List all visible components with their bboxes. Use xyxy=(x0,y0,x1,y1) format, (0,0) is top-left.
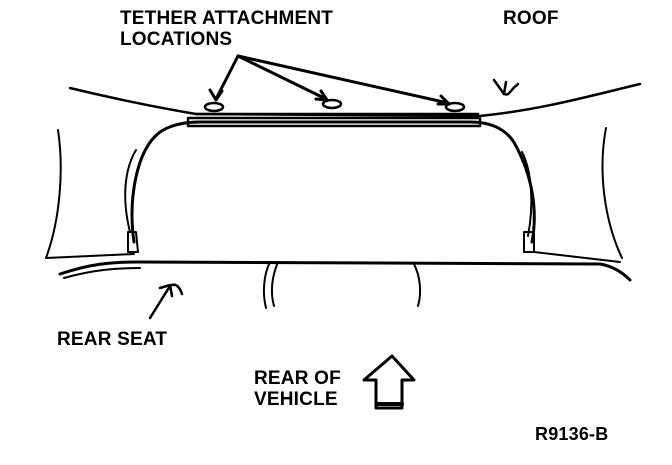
rear-seat-leader xyxy=(150,285,182,318)
roof-label: ROOF xyxy=(503,8,559,29)
right-pillar-inner xyxy=(522,152,531,236)
roof-headliner-outline xyxy=(70,84,640,116)
tether-leader-arrows xyxy=(210,56,449,104)
tether-attachment-label: TETHER ATTACHMENT LOCATIONS xyxy=(120,8,333,50)
seat-division-left xyxy=(264,262,270,308)
tether-anchor-center xyxy=(323,100,341,108)
rear-direction-arrow-icon xyxy=(364,356,414,408)
left-pillar-trim xyxy=(46,130,61,258)
tether-label-line1: TETHER ATTACHMENT xyxy=(120,8,334,29)
right-side-shelf xyxy=(534,252,620,262)
rear-of-vehicle-line2: VEHICLE xyxy=(254,389,338,410)
roof-leader xyxy=(494,80,518,95)
rear-of-vehicle-line1: REAR OF xyxy=(254,368,341,389)
seat-division-left-b xyxy=(272,262,278,306)
rear-seat-top xyxy=(60,262,630,280)
figure-id-label: R9136-B xyxy=(535,424,609,444)
left-pillar-inner xyxy=(125,150,136,232)
seat-division-right xyxy=(414,264,420,306)
rear-of-vehicle-label: REAR OF VEHICLE xyxy=(254,368,341,410)
left-side-shelf xyxy=(46,254,134,258)
tether-anchor-right xyxy=(446,103,464,111)
right-pillar-trim xyxy=(603,128,622,258)
left-seatbelt-anchor xyxy=(128,232,138,252)
tether-label-line2: LOCATIONS xyxy=(120,29,233,50)
tether-anchor-left xyxy=(205,103,223,111)
rear-window-outline xyxy=(132,122,534,242)
rear-seat-top-inner xyxy=(64,268,140,278)
rear-seat-label: REAR SEAT xyxy=(57,329,168,350)
